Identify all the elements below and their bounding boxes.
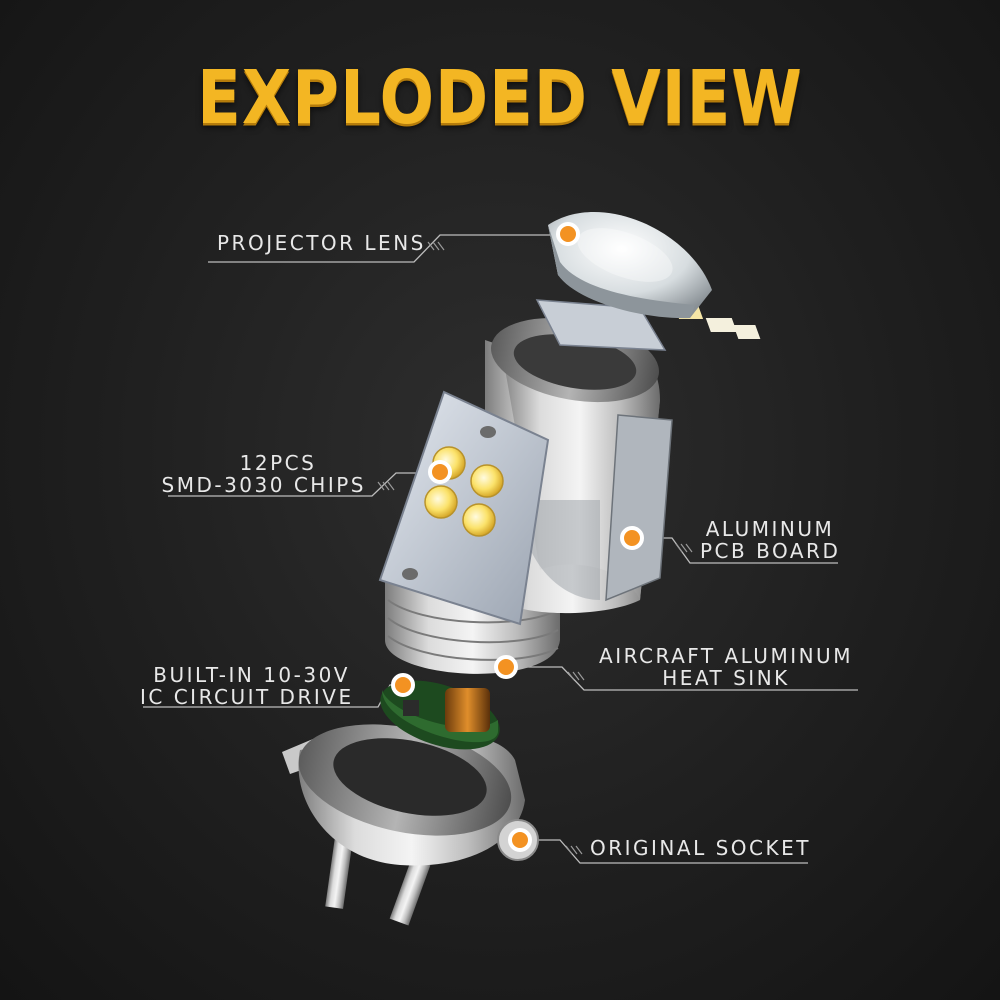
top-chip-board bbox=[535, 299, 761, 351]
projector-lens bbox=[548, 211, 712, 319]
label-aluminum-pcb: ALUMINUM PCB BOARD bbox=[700, 518, 840, 562]
label-driver-line1: BUILT-IN 10-30V bbox=[153, 663, 350, 687]
label-chips-line2: SMD-3030 CHIPS bbox=[161, 473, 366, 497]
leader-projector-lens bbox=[208, 234, 560, 263]
driver-board bbox=[380, 680, 500, 750]
label-heatsink-line2: HEAT SINK bbox=[662, 666, 790, 690]
label-heat-sink: AIRCRAFT ALUMINUM HEAT SINK bbox=[598, 645, 854, 689]
smd-3030-chip-board bbox=[378, 390, 550, 626]
dot-socket bbox=[508, 828, 532, 852]
callout-dots bbox=[391, 222, 644, 852]
label-chips-line1: 12PCS bbox=[239, 451, 317, 475]
dot-pcb bbox=[620, 526, 644, 550]
label-driver-line2: IC CIRCUIT DRIVE bbox=[140, 685, 354, 709]
label-projector-lens: PROJECTOR LENS bbox=[217, 231, 426, 255]
page-title: EXPLODED VIEW bbox=[197, 56, 803, 142]
label-smd-chips: 12PCS SMD-3030 CHIPS bbox=[150, 452, 366, 496]
label-ic-driver: BUILT-IN 10-30V IC CIRCUIT DRIVE bbox=[140, 663, 354, 709]
dot-driver bbox=[391, 673, 415, 697]
original-socket bbox=[282, 724, 539, 926]
label-pcb-line2: PCB BOARD bbox=[700, 539, 841, 563]
dot-chips bbox=[428, 460, 452, 484]
dot-projector-lens bbox=[556, 222, 580, 246]
label-heatsink-line1: AIRCRAFT ALUMINUM bbox=[599, 644, 853, 668]
leader-hatch-marks bbox=[377, 241, 693, 855]
led-chips bbox=[424, 446, 504, 537]
label-original-socket: ORIGINAL SOCKET bbox=[590, 836, 811, 860]
aluminum-pcb-board bbox=[605, 414, 673, 602]
label-pcb-line1: ALUMINUM bbox=[705, 517, 835, 541]
dot-heatsink bbox=[494, 655, 518, 679]
